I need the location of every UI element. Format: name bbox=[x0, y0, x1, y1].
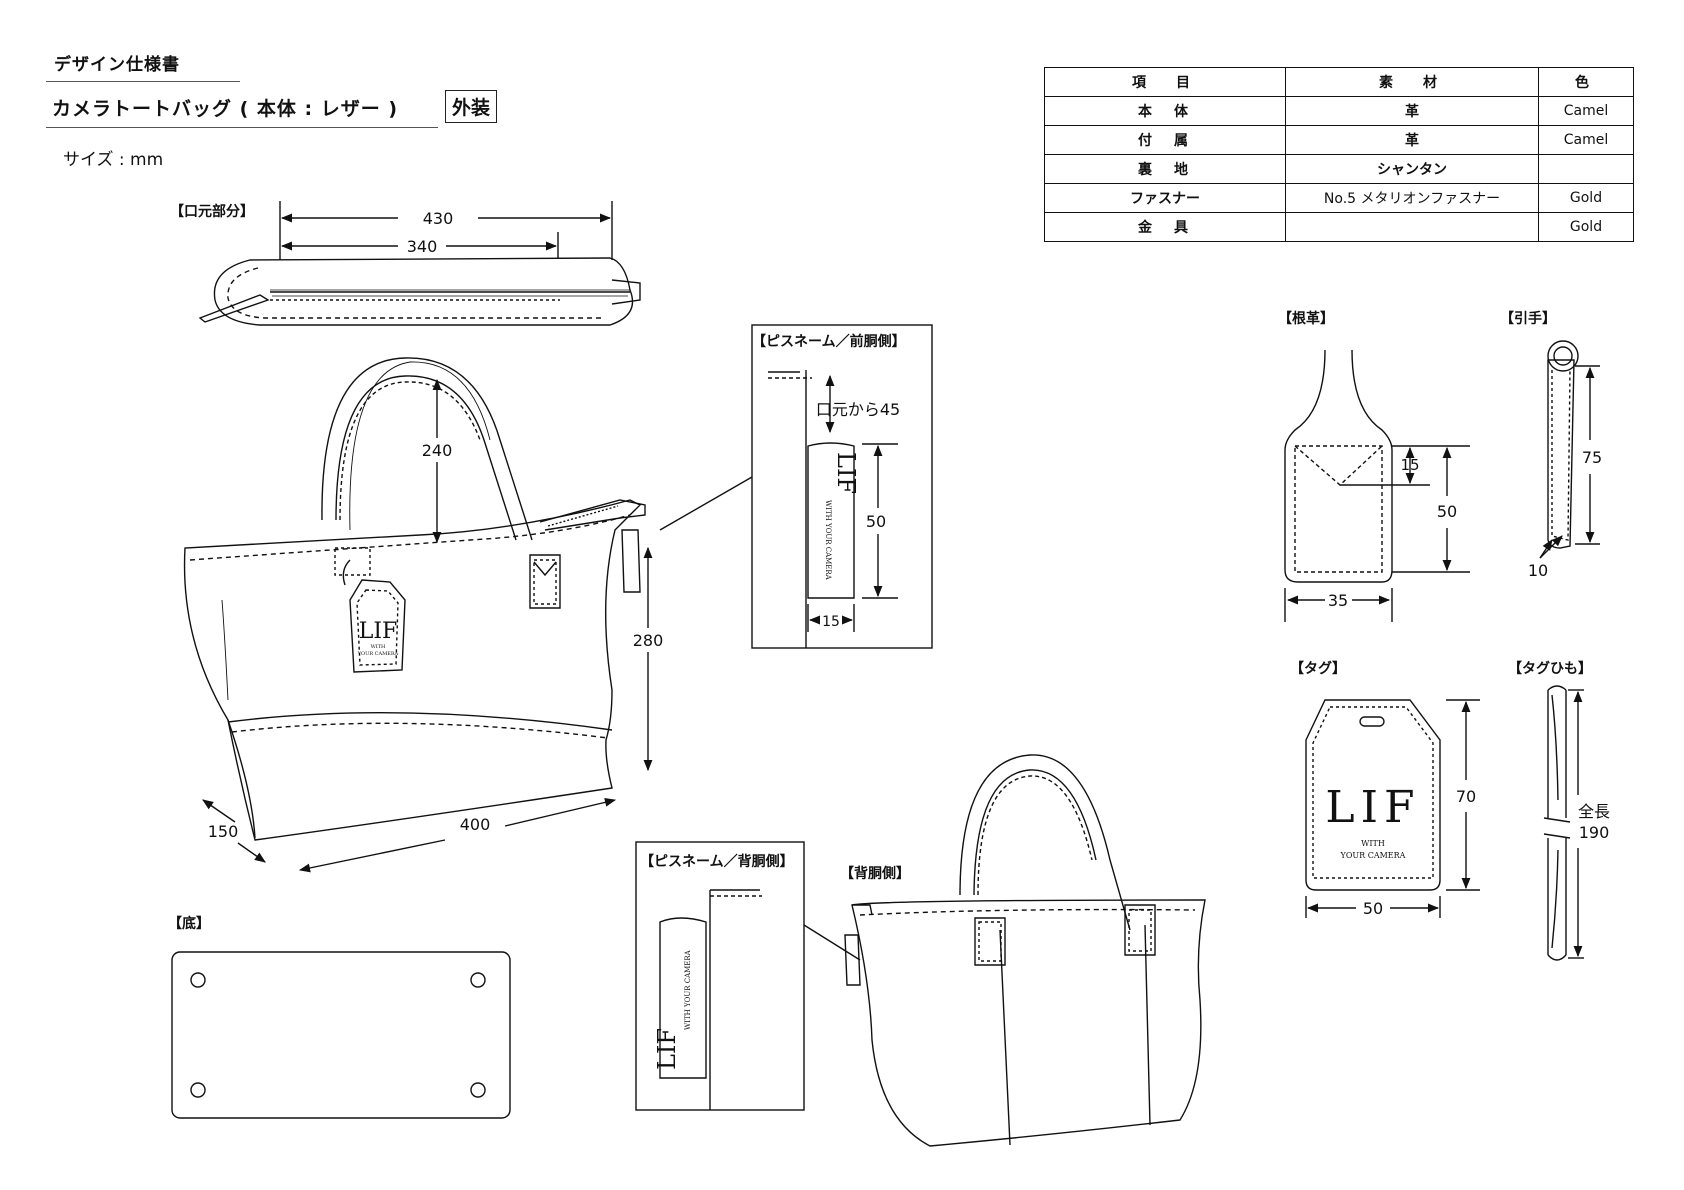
cell-item: 金 具 bbox=[1044, 212, 1286, 242]
cell-material: シャンタン bbox=[1285, 154, 1539, 184]
dim-root-inner: 15 bbox=[1400, 456, 1419, 474]
pisu-back-tagline: WITH YOUR CAMERA bbox=[684, 949, 692, 1030]
dim-tag-height: 70 bbox=[1456, 787, 1476, 806]
pull-drawing bbox=[1539, 340, 1600, 559]
dim-pisu-width: 15 bbox=[822, 614, 840, 630]
cell-material bbox=[1285, 212, 1539, 242]
dim-width: 400 bbox=[460, 815, 491, 834]
section-badge: 外装 bbox=[445, 90, 498, 123]
dim-root-width: 35 bbox=[1328, 591, 1348, 610]
front-bag-drawing bbox=[183, 357, 653, 873]
label-pull: 【引手】 bbox=[1500, 311, 1556, 327]
opening-drawing bbox=[198, 201, 641, 326]
cell-item: 本 体 bbox=[1044, 96, 1286, 126]
pisu-back-panel bbox=[635, 841, 861, 1111]
root-leather-drawing bbox=[1284, 349, 1470, 622]
dim-tag-string-length: 190 bbox=[1579, 823, 1610, 842]
dim-tag-string-label: 全長 bbox=[1578, 802, 1610, 821]
pisu-back-logo: LIF bbox=[653, 1028, 681, 1070]
label-tag: 【タグ】 bbox=[1290, 661, 1346, 677]
cell-item: ファスナー bbox=[1044, 183, 1286, 213]
pisu-front-logo: LIF bbox=[832, 452, 860, 494]
dim-root-height: 50 bbox=[1437, 502, 1457, 521]
dim-handle-drop: 240 bbox=[422, 441, 453, 460]
spec-table-header: 項 目 素 材 色 bbox=[1044, 67, 1634, 97]
dim-pull-width: 10 bbox=[1528, 561, 1548, 580]
dim-depth: 150 bbox=[208, 822, 239, 841]
label-tag-string: 【タグひも】 bbox=[1508, 661, 1592, 677]
pisu-front-tagline: WITH YOUR CAMERA bbox=[824, 500, 832, 581]
doc-title: デザイン仕様書 bbox=[46, 50, 240, 82]
cell-material: No.5 メタリオンファスナー bbox=[1285, 183, 1539, 213]
tag-logo: LIF bbox=[1325, 782, 1420, 833]
tag-tagline-1: WITH bbox=[1361, 839, 1385, 848]
label-opening: 【口元部分】 bbox=[170, 204, 254, 220]
tag-tagline-2: YOUR CAMERA bbox=[1340, 851, 1406, 860]
pisu-front-panel bbox=[659, 324, 933, 649]
col-header-item: 項 目 bbox=[1044, 67, 1286, 97]
table-row: 裏 地シャンタン bbox=[1044, 154, 1634, 184]
label-back-side: 【背胴側】 bbox=[840, 866, 910, 882]
tag-drawing bbox=[1305, 699, 1480, 918]
dim-pull-length: 75 bbox=[1582, 448, 1602, 467]
dim-tag-width: 50 bbox=[1363, 899, 1383, 918]
label-pisu-front: 【ピスネーム／前胴側】 bbox=[752, 334, 906, 350]
dim-opening-outer: 430 bbox=[423, 209, 454, 228]
front-tag-tagline-2: YOUR CAMERA bbox=[357, 651, 399, 657]
cell-item: 付 属 bbox=[1044, 125, 1286, 155]
label-bottom: 【底】 bbox=[168, 916, 210, 932]
table-row: 金 具 Gold bbox=[1044, 212, 1634, 242]
tag-string-drawing bbox=[1543, 685, 1584, 961]
col-header-material: 素 材 bbox=[1285, 67, 1539, 97]
cell-color bbox=[1538, 154, 1634, 184]
label-root-leather: 【根革】 bbox=[1278, 311, 1334, 327]
dim-pisu-from-mouth: 口元から45 bbox=[816, 400, 900, 419]
cell-color: Gold bbox=[1538, 212, 1634, 242]
bottom-drawing bbox=[171, 951, 511, 1119]
cell-color: Camel bbox=[1538, 125, 1634, 155]
cell-material: 革 bbox=[1285, 125, 1539, 155]
front-tag-tagline-1: WITH bbox=[371, 644, 386, 650]
size-unit: サイズ : mm bbox=[63, 150, 164, 170]
product-name: カメラトートバッグ ( 本体 : レザー ) bbox=[46, 94, 438, 128]
dim-height: 280 bbox=[633, 631, 664, 650]
label-pisu-back: 【ピスネーム／背胴側】 bbox=[640, 854, 794, 870]
front-tag-logo: LIF bbox=[359, 619, 398, 644]
dim-opening-inner: 340 bbox=[407, 237, 438, 256]
dim-pisu-height: 50 bbox=[866, 512, 886, 531]
cell-item: 裏 地 bbox=[1044, 154, 1286, 184]
back-bag-drawing bbox=[844, 754, 1206, 1147]
